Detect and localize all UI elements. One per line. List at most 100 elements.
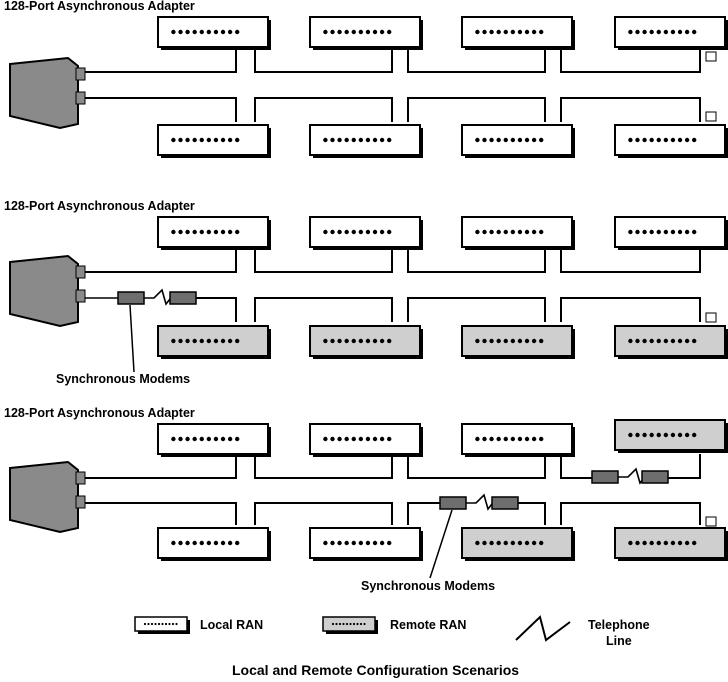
port-dot bbox=[517, 137, 523, 143]
port-dot bbox=[220, 436, 226, 442]
scenario-2-bottom-ran-4 bbox=[614, 325, 728, 359]
ran-body bbox=[309, 423, 421, 455]
port-dot bbox=[649, 137, 654, 143]
ran-body bbox=[157, 216, 269, 248]
cable bbox=[560, 97, 701, 122]
port-dot bbox=[206, 29, 212, 35]
ran-body bbox=[614, 419, 726, 451]
port-dot bbox=[475, 229, 480, 235]
cable bbox=[560, 457, 592, 479]
scenario-2-adapter bbox=[9, 254, 86, 328]
port-dot bbox=[171, 436, 176, 442]
scenario-2-top-ran-1 bbox=[157, 216, 271, 250]
port-dot bbox=[330, 540, 335, 546]
port-dot bbox=[330, 338, 335, 344]
port-dot bbox=[649, 29, 654, 35]
port-dot bbox=[482, 137, 487, 143]
legend-line-label: Line bbox=[606, 634, 632, 648]
port-dot bbox=[358, 137, 364, 143]
port-dot bbox=[475, 436, 480, 442]
scenario-2-modem-local bbox=[117, 291, 145, 305]
cable bbox=[254, 457, 393, 479]
port-dot bbox=[171, 229, 176, 235]
cable bbox=[407, 50, 546, 73]
port-dot bbox=[692, 540, 697, 546]
ran-body bbox=[614, 16, 726, 48]
port-dot bbox=[684, 432, 690, 438]
scenario-1-top-ran-4 bbox=[614, 16, 728, 50]
port-dot bbox=[531, 137, 537, 143]
port-dot bbox=[482, 338, 487, 344]
port-dot bbox=[482, 436, 487, 442]
port-dot bbox=[663, 540, 669, 546]
port-dot bbox=[628, 338, 633, 344]
port-dot bbox=[178, 229, 183, 235]
port-dot bbox=[171, 540, 176, 546]
port-dot bbox=[489, 29, 494, 35]
port-dot bbox=[150, 622, 154, 626]
adapter-card bbox=[9, 460, 79, 534]
port-dot bbox=[670, 137, 676, 143]
port-dot bbox=[677, 137, 683, 143]
port-dot bbox=[635, 229, 640, 235]
port-dot bbox=[684, 137, 690, 143]
scenario-3-top-ran-1 bbox=[157, 423, 271, 457]
port-dot bbox=[178, 436, 183, 442]
ran-body bbox=[614, 216, 726, 248]
cable bbox=[407, 297, 546, 322]
port-dot bbox=[337, 29, 342, 35]
scenario-2-modem-remote bbox=[169, 291, 197, 305]
cable bbox=[85, 50, 237, 73]
terminator bbox=[705, 111, 717, 122]
port-dot bbox=[656, 229, 661, 235]
cable bbox=[85, 250, 237, 273]
port-dot bbox=[227, 137, 233, 143]
ran-body bbox=[309, 16, 421, 48]
port-dot bbox=[387, 229, 392, 235]
scenario-3-title: 128-Port Asynchronous Adapter bbox=[4, 406, 195, 420]
port-dot bbox=[379, 436, 385, 442]
cable bbox=[560, 250, 701, 273]
scenario-3-bottom-ran-1 bbox=[157, 527, 271, 561]
port-dot bbox=[482, 29, 487, 35]
port-dot bbox=[656, 338, 661, 344]
port-dot bbox=[677, 229, 683, 235]
port-dot bbox=[178, 137, 183, 143]
port-dot bbox=[670, 432, 676, 438]
adapter-connector bbox=[75, 67, 86, 81]
port-dot bbox=[344, 436, 349, 442]
port-dot bbox=[692, 229, 697, 235]
port-dot bbox=[365, 229, 371, 235]
port-dot bbox=[342, 622, 345, 626]
cable bbox=[668, 454, 701, 479]
port-dot bbox=[496, 229, 501, 235]
port-dot bbox=[387, 338, 392, 344]
cable bbox=[407, 502, 440, 525]
port-dot bbox=[489, 436, 494, 442]
adapter-card bbox=[9, 56, 79, 130]
scenario-1-top-ran-3 bbox=[461, 16, 575, 50]
cable bbox=[560, 502, 701, 525]
scenario-1-adapter bbox=[9, 56, 86, 130]
scenario-2-modem-label: Synchronous Modems bbox=[56, 372, 190, 386]
cable bbox=[85, 97, 237, 122]
port-dot bbox=[154, 622, 157, 626]
port-dot bbox=[517, 229, 523, 235]
port-dot bbox=[489, 137, 494, 143]
port-dot bbox=[635, 137, 640, 143]
port-dot bbox=[379, 540, 385, 546]
port-dot bbox=[510, 29, 516, 35]
port-dot bbox=[365, 436, 371, 442]
scenario-3-bottom-ran-3 bbox=[461, 527, 575, 561]
port-dot bbox=[178, 29, 183, 35]
port-dot bbox=[656, 137, 661, 143]
ran-body bbox=[461, 124, 573, 156]
port-dot bbox=[670, 540, 676, 546]
port-dot bbox=[344, 29, 349, 35]
port-dot bbox=[213, 338, 219, 344]
port-dot bbox=[344, 137, 349, 143]
port-dot bbox=[344, 540, 349, 546]
ran-body bbox=[309, 527, 421, 559]
port-dot bbox=[496, 137, 501, 143]
